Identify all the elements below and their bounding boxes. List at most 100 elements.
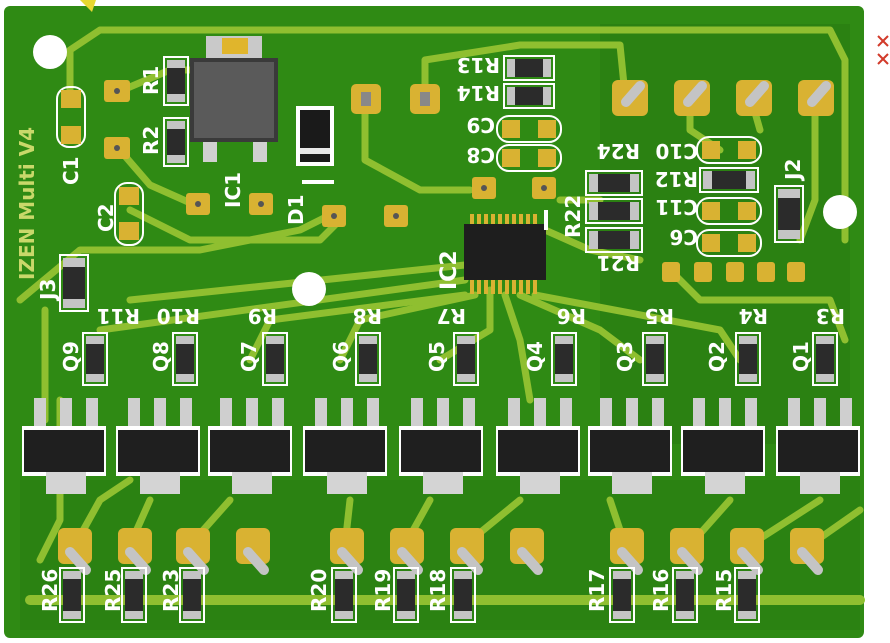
label-q4: Q4 (523, 341, 547, 372)
bottom-pin (330, 528, 364, 575)
bottom-pin (610, 528, 644, 575)
bottom-pin (510, 528, 544, 575)
label-r25: R25 (101, 569, 125, 612)
bottom-pin (390, 528, 424, 575)
label-r2: R2 (139, 126, 163, 155)
label-r26: R26 (38, 569, 62, 612)
bottom-pin (450, 528, 484, 575)
resistor-r8 (355, 332, 381, 386)
pad-holes (114, 88, 547, 219)
resistor-r21 (585, 227, 643, 253)
mounting-hole-right (823, 195, 857, 229)
transistor-q7 (208, 398, 292, 494)
label-ic2: IC2 (437, 250, 462, 290)
label-q8: Q8 (149, 341, 173, 372)
label-r4: R4 (739, 304, 768, 328)
bottom-resistor (450, 567, 476, 623)
bottom-pin (236, 528, 270, 575)
label-r3: R3 (816, 304, 845, 328)
silkscreen-labels: C1 C2 R1 R2 IC1 D1 R13 R14 C9 C8 R24 C10… (36, 53, 845, 612)
label-c10: C10 (655, 139, 698, 163)
transistor-row (22, 398, 860, 494)
header-pins-top (612, 80, 834, 116)
label-r17: R17 (585, 569, 609, 612)
label-r11: R11 (97, 304, 140, 328)
label-r23: R23 (159, 569, 183, 612)
label-c6: C6 (669, 225, 698, 249)
resistor-r9 (262, 332, 288, 386)
resistor-r11 (82, 332, 108, 386)
capacitor-c6 (696, 229, 762, 257)
resistor-row-lower (59, 567, 760, 623)
resistor-r22 (585, 198, 643, 224)
resistor-j2 (774, 185, 804, 243)
bottom-resistor (179, 567, 205, 623)
resistor-r14 (503, 83, 555, 109)
capacitor-c11 (696, 197, 762, 225)
resistor-r7 (453, 332, 479, 386)
capacitor-c1 (56, 86, 86, 148)
label-q3: Q3 (613, 341, 637, 372)
label-d1: D1 (284, 194, 308, 225)
corner-marker-red (877, 35, 889, 65)
label-r24: R24 (597, 139, 640, 163)
label-r20: R20 (307, 569, 331, 612)
resistor-r10 (172, 332, 198, 386)
label-r5: R5 (645, 304, 674, 328)
resistor-r5 (642, 332, 668, 386)
bottom-pin (58, 528, 92, 575)
bottom-pin (118, 528, 152, 575)
label-r14: R14 (457, 81, 500, 105)
transistor-q8 (116, 398, 200, 494)
resistor-j3 (59, 254, 89, 312)
bottom-pin (790, 528, 824, 575)
label-r22: R22 (561, 195, 585, 238)
label-q2: Q2 (705, 341, 729, 372)
transistor-q5 (399, 398, 483, 494)
label-r15: R15 (712, 569, 736, 612)
label-c8: C8 (466, 143, 495, 167)
label-q7: Q7 (237, 341, 261, 372)
label-r18: R18 (426, 569, 450, 612)
label-r9: R9 (248, 304, 277, 328)
header-pads-right (662, 262, 805, 282)
ic2-chip (464, 210, 548, 294)
label-r8: R8 (353, 304, 382, 328)
resistor-r13 (503, 55, 555, 81)
bottom-resistor (734, 567, 760, 623)
label-r19: R19 (371, 569, 395, 612)
transistor-q1 (776, 398, 860, 494)
resistor-r3 (812, 332, 838, 386)
label-r6: R6 (557, 304, 586, 328)
board-title: IZEN Multi V4 (15, 127, 39, 280)
label-r16: R16 (649, 569, 673, 612)
label-c11: C11 (655, 195, 698, 219)
label-q9: Q9 (59, 341, 83, 372)
bottom-resistor (672, 567, 698, 623)
capacitor-c2 (114, 182, 144, 246)
label-j2: J2 (781, 159, 805, 182)
label-q5: Q5 (425, 341, 449, 372)
transistor-q2 (681, 398, 765, 494)
label-c1: C1 (59, 156, 83, 185)
transistor-q6 (303, 398, 387, 494)
resistor-r4 (735, 332, 761, 386)
header-pins-bottom (58, 528, 824, 575)
diode-d1 (296, 106, 334, 184)
bottom-resistor (121, 567, 147, 623)
label-r12: R12 (655, 167, 698, 191)
bottom-resistor (331, 567, 357, 623)
label-ic1: IC1 (221, 172, 245, 208)
bottom-resistor (609, 567, 635, 623)
mounting-hole-top-left (33, 35, 67, 69)
resistor-r12 (699, 167, 759, 193)
label-r21: R21 (597, 251, 640, 275)
resistor-row-upper (82, 332, 838, 386)
label-q1: Q1 (789, 341, 813, 372)
capacitor-c9 (496, 115, 562, 143)
bottom-pin (176, 528, 210, 575)
ic1-regulator (190, 36, 278, 162)
corner-marker-yellow (80, 0, 96, 12)
mounting-hole-center (292, 272, 326, 306)
